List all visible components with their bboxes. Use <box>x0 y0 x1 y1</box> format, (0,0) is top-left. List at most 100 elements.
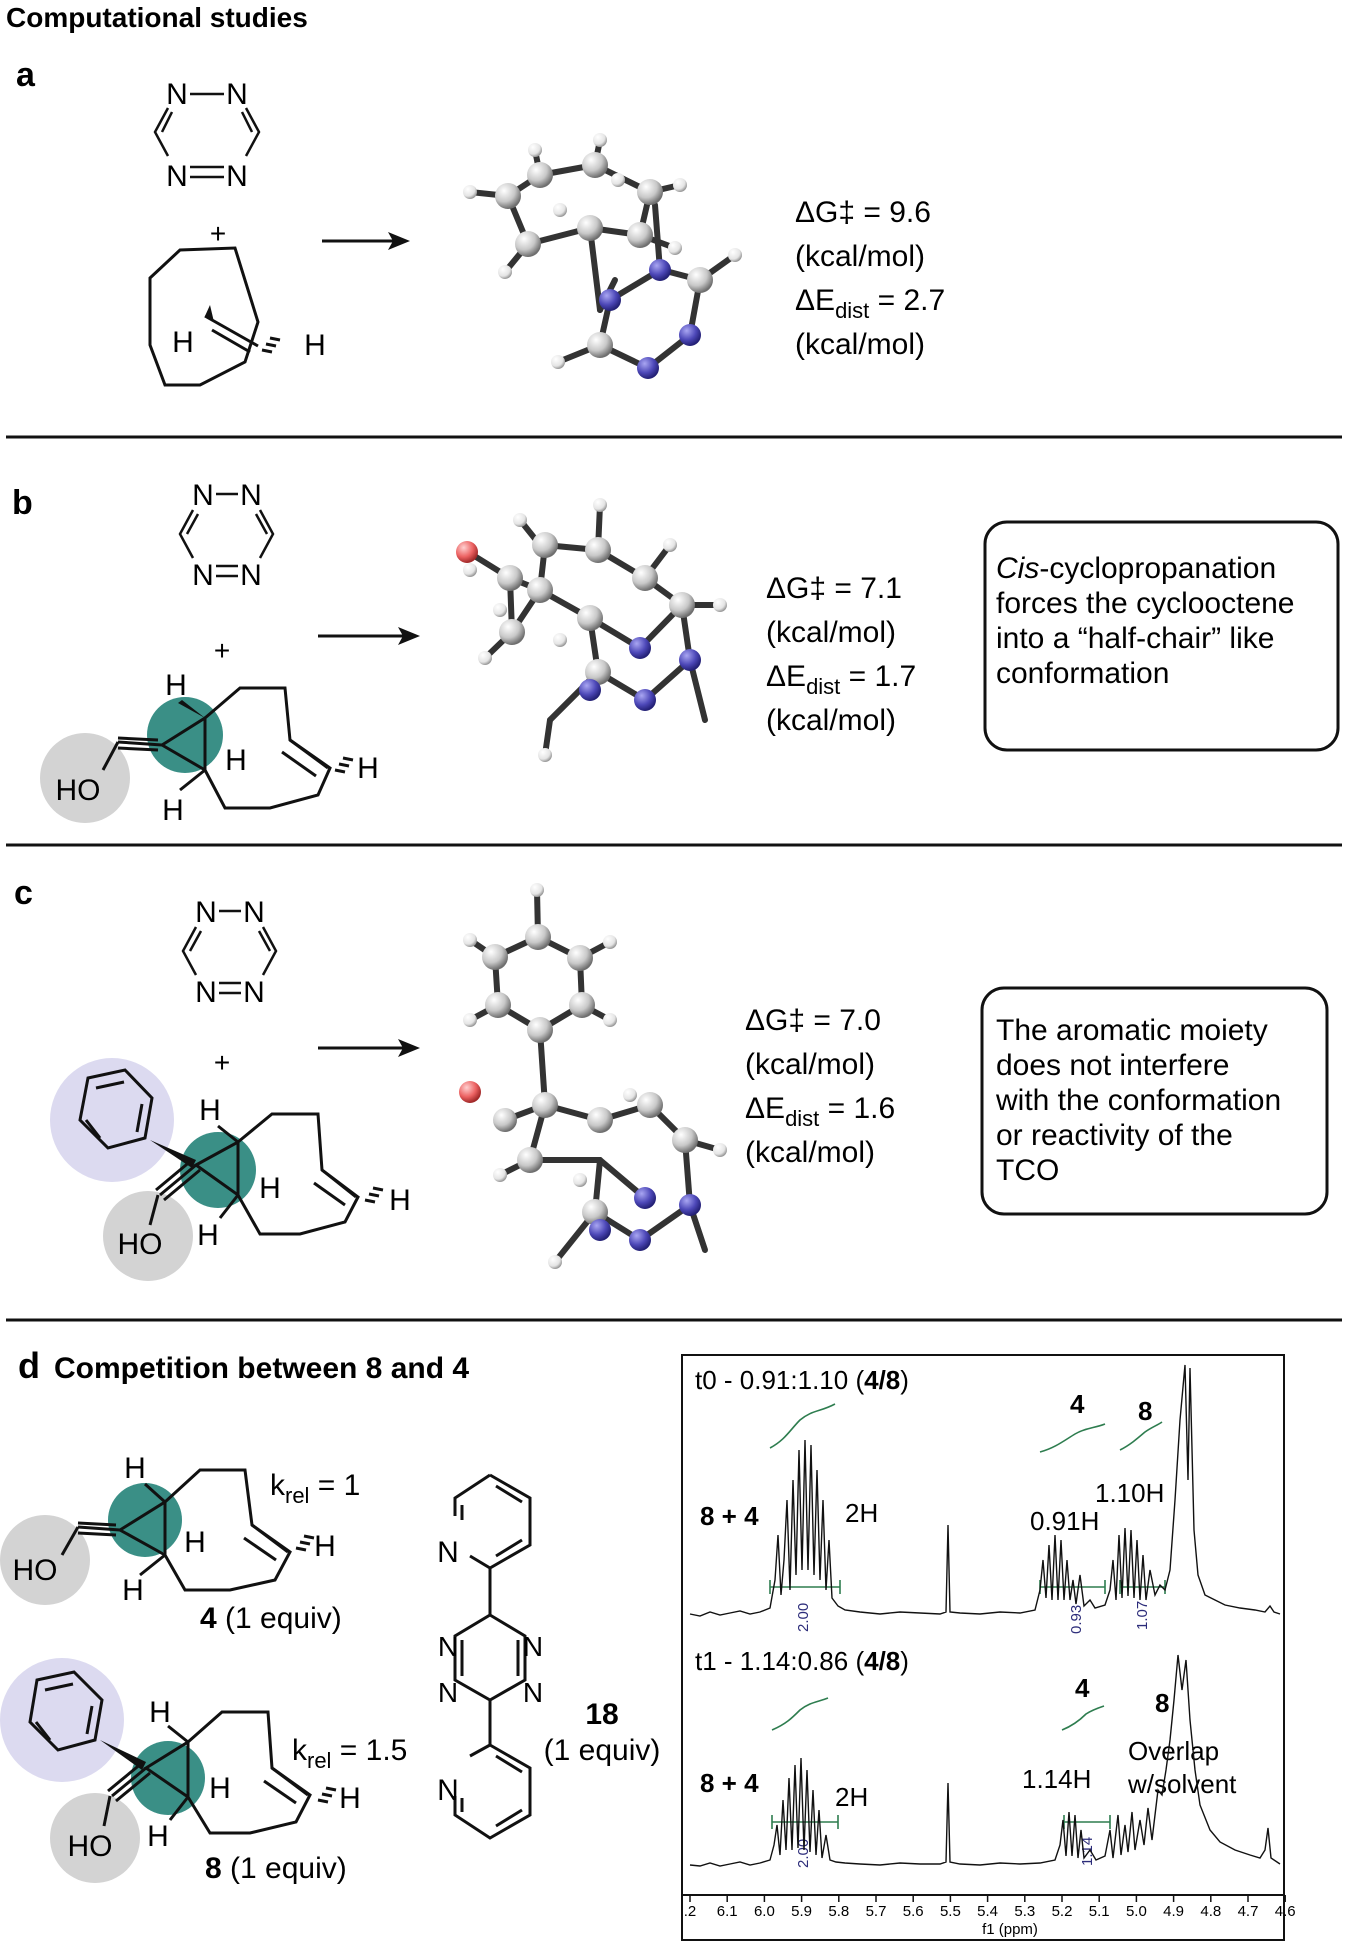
axis-tick-label: .2 <box>684 1903 697 1920</box>
atom-label: N <box>438 1631 458 1662</box>
note-line: Cis-cyclopropanation <box>996 552 1276 585</box>
note-line: conformation <box>996 657 1169 690</box>
compound-peak-label: 8 <box>1138 1396 1152 1426</box>
axis-tick-label: 6.1 <box>717 1903 738 1920</box>
annotation: w/solvent <box>1127 1769 1237 1799</box>
energy-values: ΔG‡ = 7.1 (kcal/mol) ΔEdist = 1.7 (kcal/… <box>766 572 916 737</box>
hydroxyl-highlight <box>103 1191 193 1281</box>
panel-label-b: b <box>12 484 33 522</box>
atom-label: N <box>166 78 188 111</box>
axis-tick-label: 4.7 <box>1238 1903 1259 1920</box>
atom-label: HO <box>13 1554 58 1587</box>
panel-d-title: Competition between 8 and 4 <box>54 1352 469 1385</box>
peak-label: 8 + 4 <box>700 1768 759 1798</box>
axis-tick-label: 5.3 <box>1014 1903 1035 1920</box>
x-axis-label: f1 (ppm) <box>982 1921 1038 1938</box>
atom-label: N <box>243 976 265 1009</box>
axis-tick-label: 5.8 <box>828 1903 849 1920</box>
trans-cyclooctene-structure: H H <box>148 246 326 387</box>
atom-label: H <box>199 1094 221 1127</box>
integration-label: 2H <box>845 1498 878 1528</box>
annotation: Overlap <box>1128 1736 1219 1766</box>
tetrazine-structure: N N N N <box>153 78 261 193</box>
atom-label: H <box>147 1820 169 1853</box>
activation-energy: ΔG‡ = 7.0 <box>745 1004 881 1037</box>
compound-4-structure: H H H H HO krel = 1 4 (1 equiv) <box>0 1452 360 1635</box>
compound-peak-label: 4 <box>1075 1673 1090 1703</box>
compound-label: 4 (1 equiv) <box>200 1602 342 1635</box>
atom-label: H <box>209 1772 231 1805</box>
atom-label: H <box>197 1219 219 1252</box>
cyclopropane-highlight <box>147 697 223 773</box>
energy-unit: (kcal/mol) <box>745 1136 875 1169</box>
activation-energy: ΔG‡ = 9.6 <box>795 196 931 229</box>
atom-label: N <box>166 160 188 193</box>
atom-label: N <box>195 896 217 929</box>
atom-label: H <box>149 1696 171 1729</box>
compound-peak-label: 4 <box>1070 1389 1085 1419</box>
transition-state-model <box>459 883 727 1269</box>
integral-value: 1.07 <box>1134 1601 1151 1630</box>
cis-cyclopropanated-tco-structure: H H H H HO <box>40 669 379 827</box>
aromatic-highlight <box>0 1658 124 1782</box>
atom-label: N <box>523 1631 543 1662</box>
tetrazine-structure: N N N N <box>181 896 278 1009</box>
tetrazine-structure: N N N N <box>178 479 275 592</box>
energy-unit: (kcal/mol) <box>766 616 896 649</box>
atom-label: H <box>259 1172 281 1205</box>
compound-8-structure: H H H H HO krel = 1.5 8 (1 equiv) <box>0 1658 407 1885</box>
integration-label: 1.10H <box>1095 1478 1164 1508</box>
integration-label: 1.14H <box>1022 1764 1091 1794</box>
panel-label-d: d <box>18 1345 40 1386</box>
note-line: forces the cyclooctene <box>996 587 1295 620</box>
axis-tick-label: 6.0 <box>754 1903 775 1920</box>
atom-label: H <box>314 1530 336 1563</box>
transition-state-model <box>463 133 742 379</box>
axis-tick-label: 5.1 <box>1089 1903 1110 1920</box>
axis-tick-label: 4.6 <box>1275 1903 1296 1920</box>
atom-label: N <box>438 1677 458 1708</box>
reaction-arrow <box>318 627 420 645</box>
aromatic-highlight <box>50 1058 174 1182</box>
rate-constant: krel = 1 <box>270 1469 360 1508</box>
integral-value: 2.00 <box>795 1603 812 1632</box>
atom-label: HO <box>118 1228 163 1261</box>
atom-label: H <box>225 744 247 777</box>
energy-unit: (kcal/mol) <box>766 704 896 737</box>
note-line: does not interfere <box>996 1049 1229 1082</box>
integration-label: 2H <box>835 1782 868 1812</box>
compound-18-structure: N N N N N N 18 (1 equiv) <box>437 1473 660 1840</box>
panel-c: c N N N N + H H H H <box>14 874 1329 1281</box>
atom-label: H <box>124 1452 146 1485</box>
axis-tick-label: 5.9 <box>791 1903 812 1920</box>
rate-constant: krel = 1.5 <box>292 1734 407 1773</box>
note-line: into a “half-chair” like <box>996 622 1274 655</box>
atom-label: H <box>122 1574 144 1607</box>
hydroxyl-highlight <box>40 733 130 823</box>
integral-value: 0.93 <box>1068 1605 1085 1634</box>
atom-label: H <box>389 1184 411 1217</box>
energy-values: ΔG‡ = 9.6 (kcal/mol) ΔEdist = 2.7 (kcal/… <box>795 196 945 361</box>
spectrum-trace-t0 <box>689 1364 1281 1617</box>
atom-label: N <box>240 559 262 592</box>
plus-sign: + <box>210 218 226 249</box>
axis-tick-label: 5.7 <box>866 1903 887 1920</box>
note-line: TCO <box>996 1154 1059 1187</box>
atom-label: N <box>437 1536 459 1569</box>
atom-label: N <box>437 1774 459 1807</box>
axis-tick-label: 4.8 <box>1200 1903 1221 1920</box>
distortion-energy: ΔEdist = 1.7 <box>766 660 916 699</box>
integral-value: 2.00 <box>795 1839 812 1868</box>
axis-tick-label: 5.5 <box>940 1903 961 1920</box>
hydroxyl-highlight <box>0 1515 90 1605</box>
plus-sign: + <box>214 1047 230 1078</box>
atom-label: N <box>195 976 217 1009</box>
peak-label: 8 + 4 <box>700 1501 759 1531</box>
spectrum-trace-t1 <box>689 1654 1281 1867</box>
atom-label: N <box>226 160 248 193</box>
figure-title: Computational studies <box>6 2 308 33</box>
note-line: The aromatic moiety <box>996 1014 1268 1047</box>
atom-label: H <box>162 794 184 827</box>
integral-value: 1.14 <box>1079 1837 1096 1866</box>
